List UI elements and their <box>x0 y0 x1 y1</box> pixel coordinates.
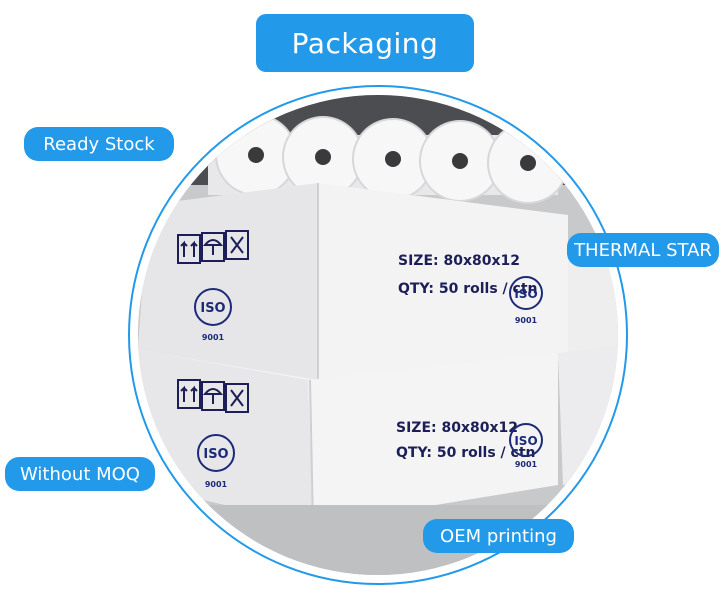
product-photo: ISO 9001 SIZE: 80x80x12 QTY: 50 rolls / … <box>138 95 618 575</box>
iso-logo-text: ISO <box>200 301 225 316</box>
iso-logo: ISO 9001 <box>509 276 543 325</box>
photo-frame-ring <box>128 85 628 585</box>
iso-logo-text: ISO <box>514 434 537 448</box>
fragile-icon <box>225 230 249 260</box>
oem-printing-text: OEM printing <box>440 525 557 547</box>
iso-number-text: 9001 <box>515 460 538 469</box>
fragile-icon <box>225 383 249 413</box>
thermal-star-text: THERMAL STAR <box>574 239 712 261</box>
iso-logo: ISO 9001 <box>197 434 235 489</box>
without-moq-text: Without MOQ <box>20 463 140 485</box>
iso-logo: ISO 9001 <box>509 423 543 469</box>
iso-logo: ISO 9001 <box>194 288 232 342</box>
page-title: Packaging <box>256 14 474 72</box>
paper-rolls <box>208 114 569 204</box>
without-moq-label: Without MOQ <box>5 457 155 491</box>
page-title-text: Packaging <box>291 26 439 60</box>
thermal-star-label: THERMAL STAR <box>567 233 719 267</box>
oem-printing-label: OEM printing <box>423 519 574 553</box>
box-size-text: SIZE: 80x80x12 <box>398 253 520 269</box>
iso-number-text: 9001 <box>202 333 225 342</box>
box-qty-text: QTY: 50 rolls / ctn <box>396 445 535 461</box>
this-way-up-icon <box>177 234 201 264</box>
carton-box-top: ISO 9001 SIZE: 80x80x12 QTY: 50 rolls / … <box>138 183 568 380</box>
iso-logo-text: ISO <box>514 287 537 301</box>
iso-number-text: 9001 <box>205 480 228 489</box>
keep-dry-icon <box>201 232 225 262</box>
this-way-up-icon <box>177 379 201 409</box>
box-qty-text: QTY: 50 rolls / ctn <box>398 281 537 297</box>
iso-logo-text: ISO <box>203 447 228 462</box>
ready-stock-text: Ready Stock <box>43 133 155 155</box>
box-size-text: SIZE: 80x80x12 <box>396 420 518 436</box>
keep-dry-icon <box>201 381 225 411</box>
packaging-photo-illustration: ISO 9001 SIZE: 80x80x12 QTY: 50 rolls / … <box>138 95 618 575</box>
iso-number-text: 9001 <box>515 316 538 325</box>
ready-stock-label: Ready Stock <box>24 127 174 161</box>
